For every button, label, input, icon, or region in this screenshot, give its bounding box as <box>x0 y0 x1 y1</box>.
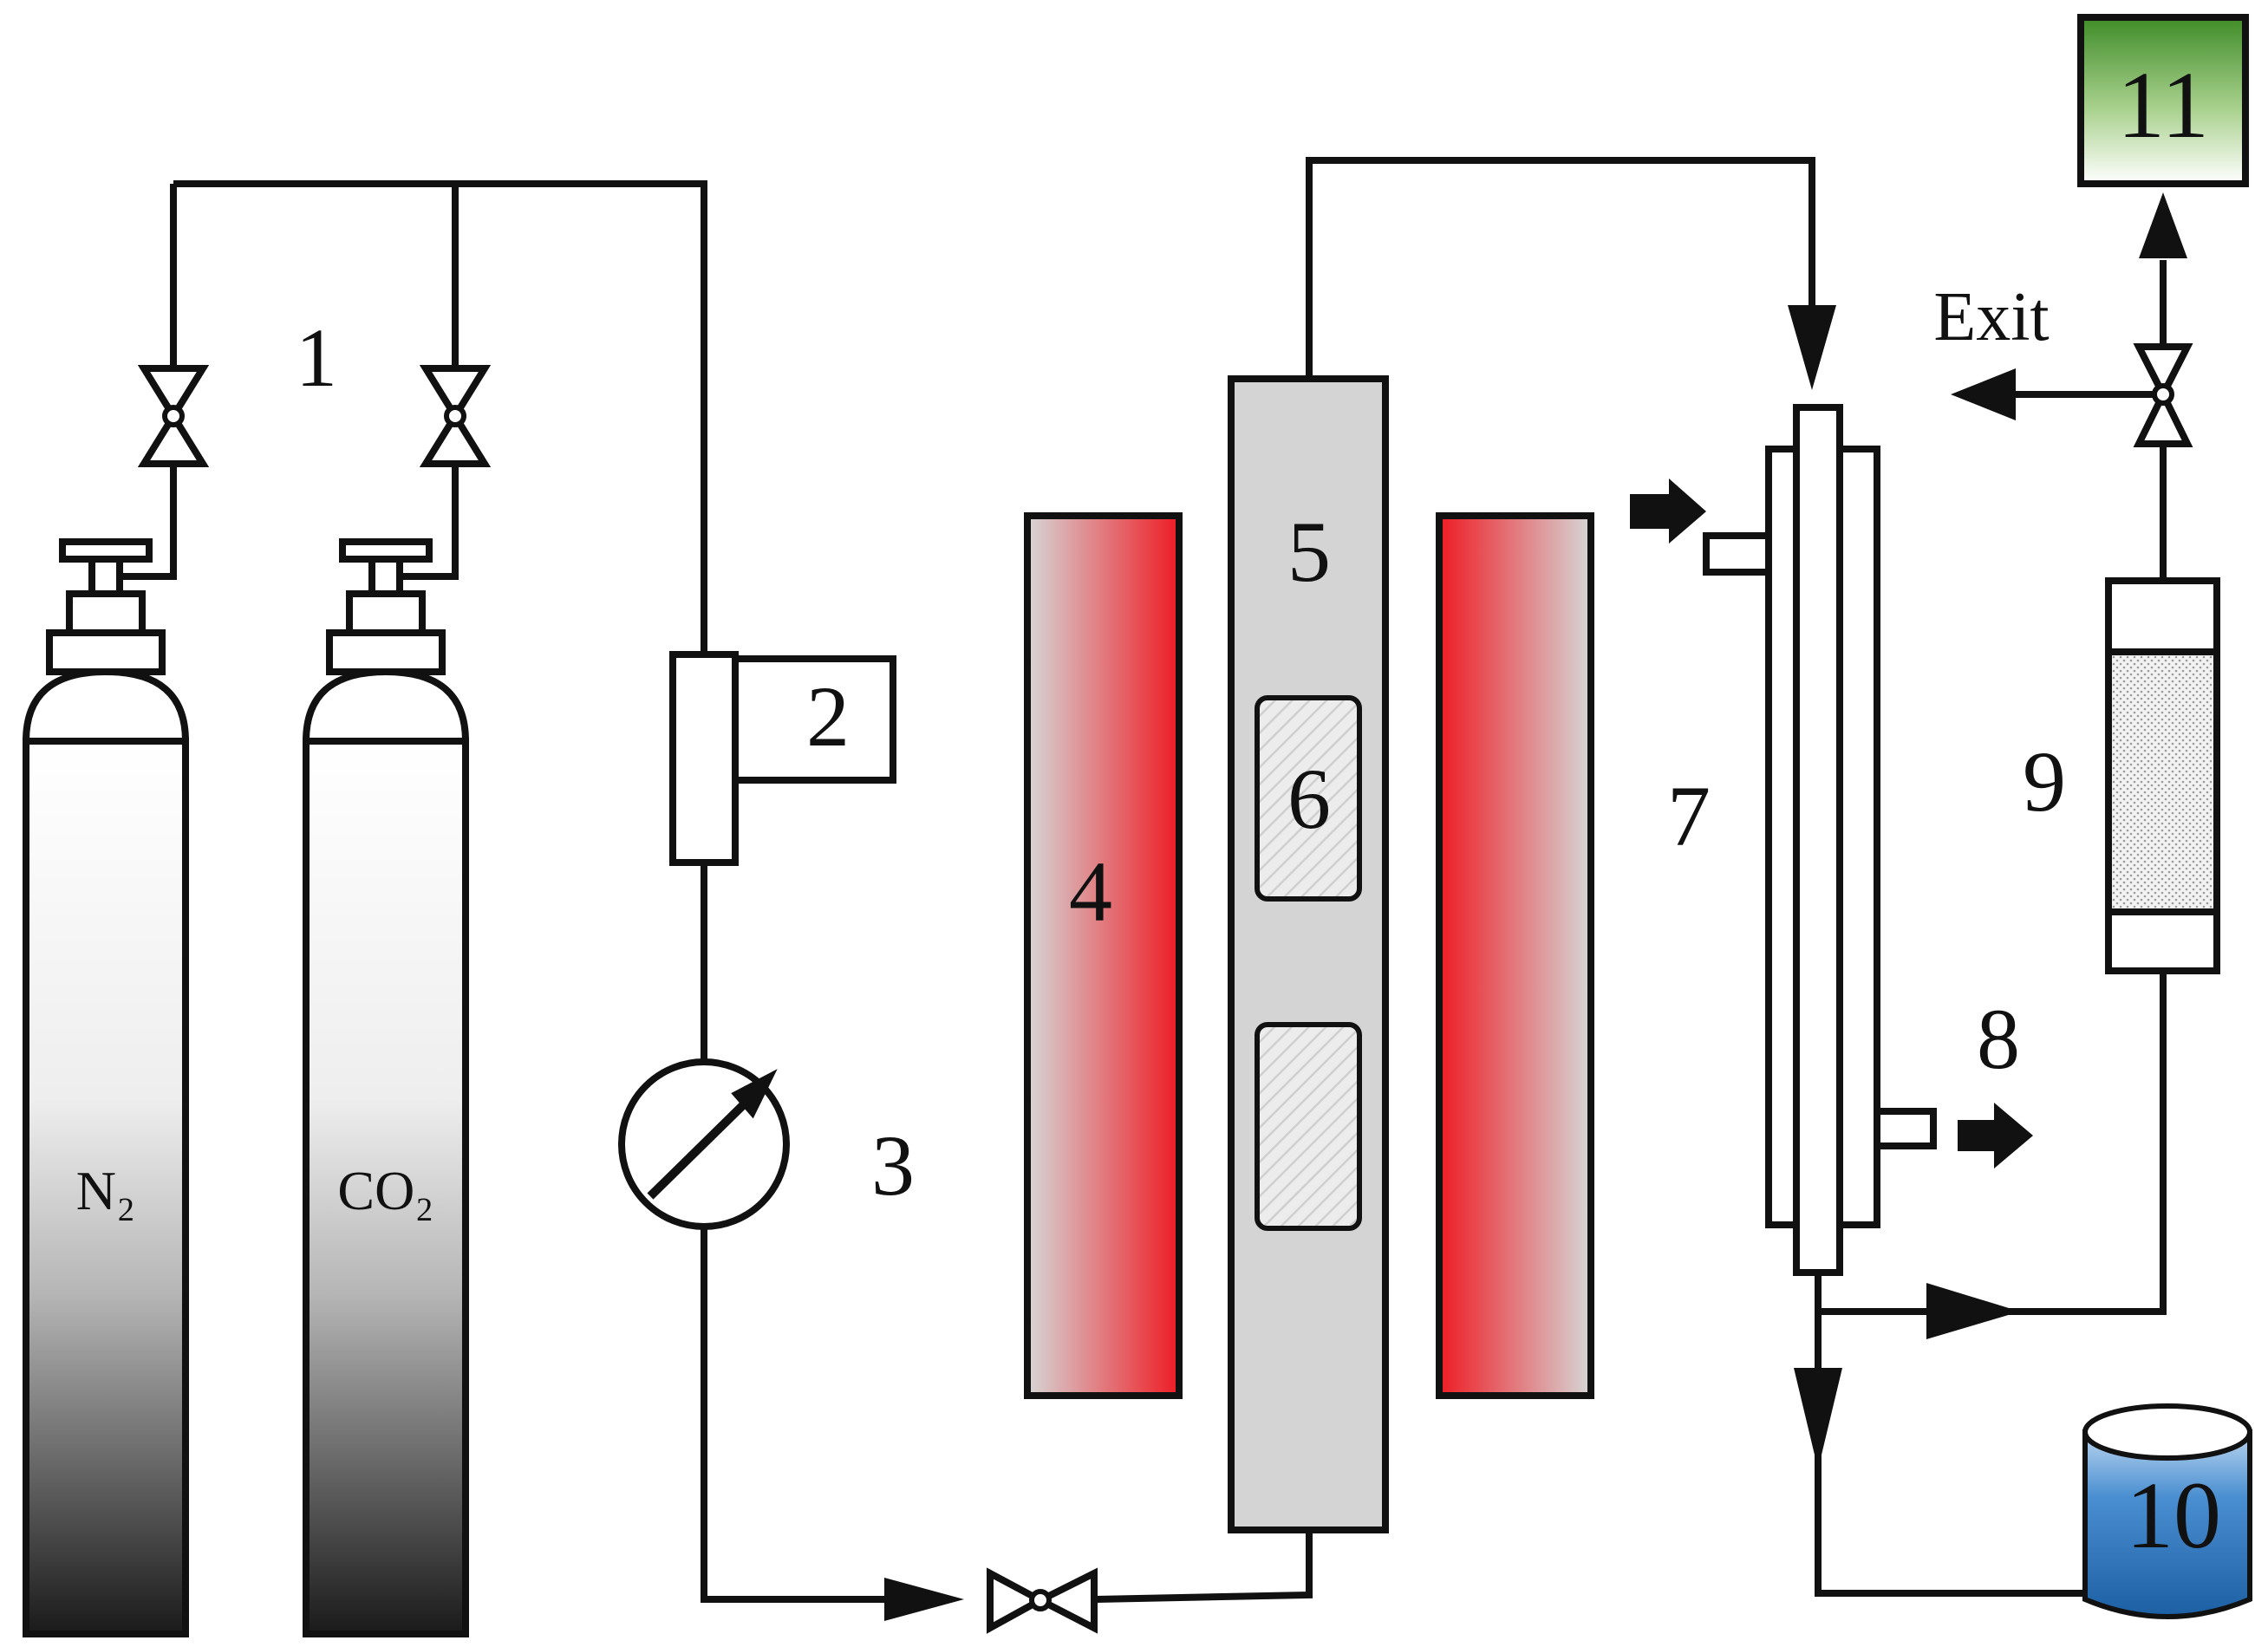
label-coolant-outlet: 8 <box>1977 991 2020 1087</box>
label-drying-tube: 9 <box>2023 733 2066 830</box>
line-valve-to-reactor <box>1093 1530 1313 1603</box>
furnace-heater-right <box>1436 512 1594 1399</box>
gas-analyzer: 11 <box>2077 14 2249 187</box>
exit-arrow-icon <box>1951 368 2016 420</box>
label-analyzer: 11 <box>2117 52 2209 158</box>
arrow-to-reactor-icon <box>884 1578 964 1621</box>
label-exit: Exit <box>1933 279 2049 355</box>
gas-supply-lines <box>102 180 707 654</box>
label-reactor: 5 <box>1287 504 1331 600</box>
label-furnace: 4 <box>1069 843 1112 940</box>
co2-valve-icon[interactable] <box>419 365 492 467</box>
arrow-to-collector-icon <box>1794 1368 1842 1469</box>
co2-label: CO₂ <box>337 1160 433 1221</box>
coolant-inlet-arrow-icon <box>1630 478 1706 544</box>
reactor-tube: 5 6 <box>1228 375 1389 1533</box>
line-reactor-to-condenser <box>1306 157 1815 379</box>
coolant-outlet-arrow-icon <box>1958 1103 2033 1169</box>
pressure-gauge-icon <box>618 1058 790 1230</box>
liquid-collector-icon: 10 <box>2082 1403 2252 1619</box>
label-valves: 1 <box>296 311 337 404</box>
sample-bed-upper <box>1255 695 1362 902</box>
n2-label: N₂ <box>76 1160 136 1221</box>
label-condenser: 7 <box>1667 768 1711 864</box>
three-way-valve-icon[interactable] <box>2133 343 2193 447</box>
reactor-inlet-valve-icon[interactable] <box>987 1567 1098 1634</box>
flowmeter: 2 <box>669 651 896 866</box>
condenser <box>1703 404 1937 1276</box>
co2-cylinder-icon: CO₂ <box>302 538 470 1637</box>
label-flowmeter: 2 <box>806 668 850 765</box>
sample-bed-lower <box>1255 1022 1362 1231</box>
arrow-to-dryer-icon <box>1926 1283 2020 1339</box>
n2-cylinder-icon: N₂ <box>22 538 190 1637</box>
line-gauge-to-valve <box>701 1227 910 1603</box>
arrow-to-analyzer-icon <box>2139 192 2187 258</box>
drying-tube <box>2105 577 2220 974</box>
label-collector: 10 <box>2126 1462 2221 1568</box>
arrow-into-condenser-icon <box>1788 305 1836 390</box>
n2-valve-icon[interactable] <box>137 365 210 467</box>
furnace-heater-left: 4 <box>1024 512 1183 1399</box>
label-sample: 6 <box>1287 751 1331 847</box>
label-pressure-gauge: 3 <box>871 1117 915 1214</box>
